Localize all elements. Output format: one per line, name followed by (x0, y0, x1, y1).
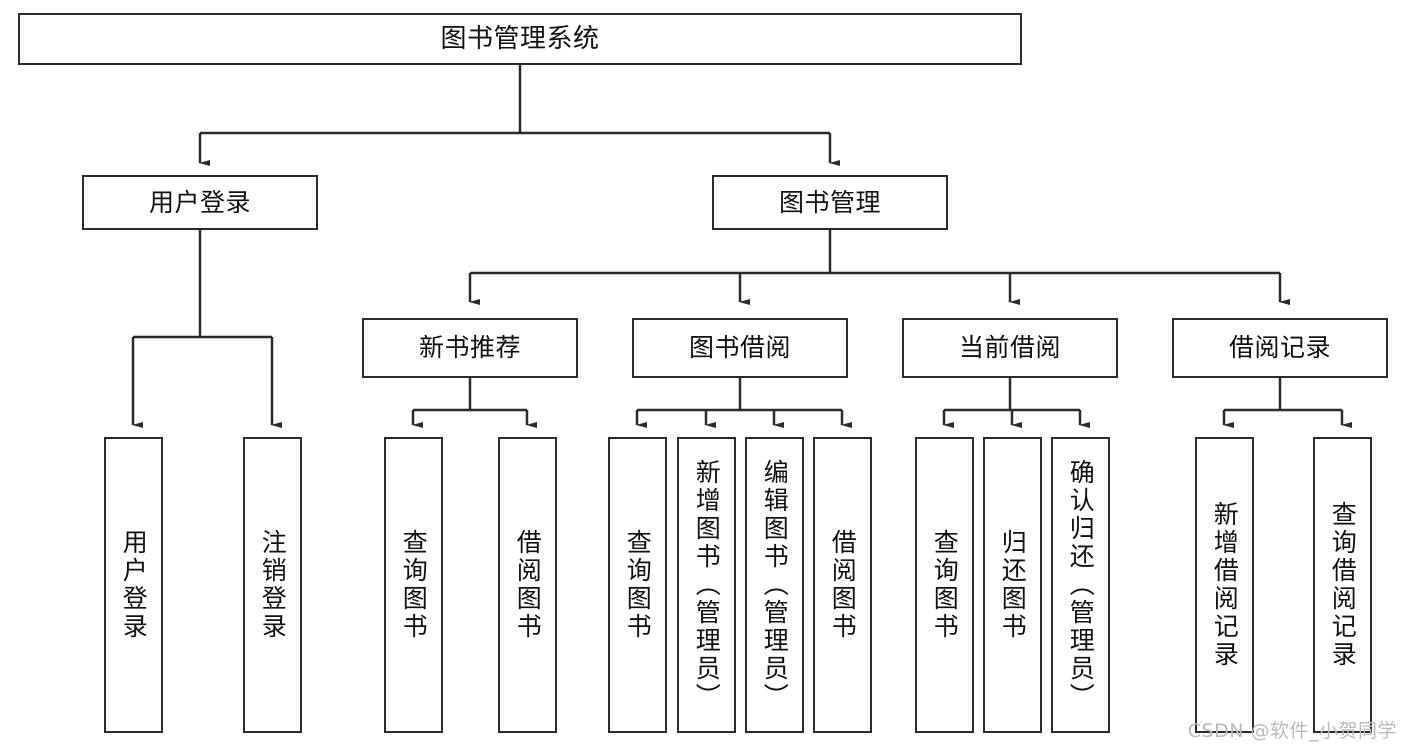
node-book-borrow[interactable]: 图书借阅 (632, 318, 848, 378)
leaf-user-login-signin[interactable]: 用户登录 (104, 437, 163, 733)
leaf-current-confirm-return-admin[interactable]: 确认归还（管理员） (1051, 437, 1110, 733)
leaf-new-book-borrow[interactable]: 借阅图书 (498, 437, 557, 733)
leaf-new-book-query[interactable]: 查询图书 (384, 437, 443, 733)
node-user-login[interactable]: 用户登录 (82, 175, 318, 230)
node-new-book-recommend[interactable]: 新书推荐 (362, 318, 578, 378)
leaf-borrow-query-book[interactable]: 查询图书 (608, 437, 667, 733)
node-book-management[interactable]: 图书管理 (712, 175, 948, 230)
node-current-borrow[interactable]: 当前借阅 (902, 318, 1118, 378)
node-root[interactable]: 图书管理系统 (18, 13, 1022, 65)
leaf-borrow-edit-book-admin[interactable]: 编辑图书（管理员） (745, 437, 804, 733)
leaf-user-login-signout[interactable]: 注销登录 (243, 437, 302, 733)
leaf-borrow-borrow-book[interactable]: 借阅图书 (813, 437, 872, 733)
leaf-current-return-book[interactable]: 归还图书 (983, 437, 1042, 733)
leaf-records-add-record[interactable]: 新增借阅记录 (1195, 437, 1254, 733)
leaf-borrow-add-book-admin[interactable]: 新增图书（管理员） (677, 437, 736, 733)
watermark-text: CSDN @软件_小贺同学 (1187, 720, 1397, 742)
leaf-current-query-book[interactable]: 查询图书 (915, 437, 974, 733)
node-borrow-records[interactable]: 借阅记录 (1172, 318, 1388, 378)
leaf-records-query-record[interactable]: 查询借阅记录 (1313, 437, 1372, 733)
